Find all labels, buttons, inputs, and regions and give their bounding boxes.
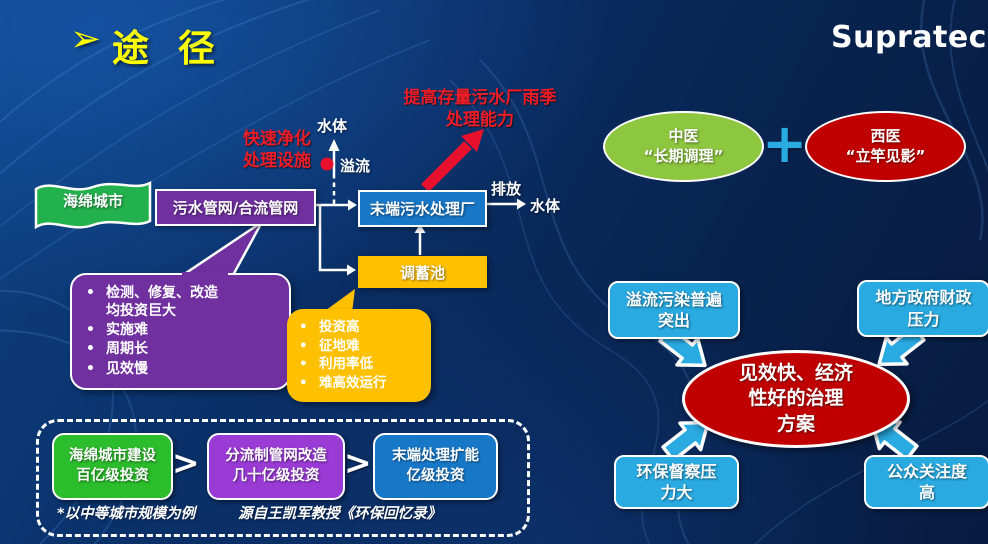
- plant-expansion-investment-box: 末端处理扩能 亿级投资: [373, 433, 498, 500]
- callout-item: • 见效慢: [86, 360, 279, 379]
- bullet-icon: •: [86, 285, 95, 301]
- sponge-city-label: 海绵城市: [62, 192, 123, 210]
- callout-item: • 周期长: [86, 340, 279, 359]
- quick-treatment-dot: [320, 157, 334, 171]
- bullet-icon: •: [86, 341, 95, 358]
- overflow-arrowhead: [328, 139, 340, 151]
- greater-than-icon: >: [344, 443, 372, 482]
- title-arrow-icon: ➢: [70, 17, 102, 60]
- callout-tail-patch: [182, 272, 228, 278]
- bullet-icon: •: [299, 374, 308, 391]
- overflow-label: 溢流: [340, 157, 371, 175]
- purple-callout-tail: [175, 220, 264, 279]
- callout-item: • 检测、修复、改造 均投资巨大: [86, 285, 218, 320]
- discharge-label: 排放: [491, 180, 522, 198]
- callout-item: • 投资高: [299, 319, 360, 335]
- capacity-increase-label: 提高存量污水厂雨季 处理能力: [403, 88, 557, 131]
- callout-item: • 实施难: [86, 321, 279, 340]
- greater-than-icon: >: [172, 443, 200, 482]
- government-finance-box: 地方政府财政 压力: [857, 280, 988, 337]
- bullet-icon: •: [299, 337, 308, 354]
- water-body-top-label: 水体: [317, 117, 348, 135]
- pipe-network-box: 污水管网/合流管网: [155, 189, 316, 226]
- water-body-right-label: 水体: [530, 197, 561, 215]
- supratec-logo: Supratec: [831, 20, 987, 55]
- public-attention-box: 公众关注度 高: [864, 455, 988, 509]
- flag-shape: [34, 180, 152, 230]
- overflow-pollution-box: 溢流污染普遍 突出: [608, 281, 740, 339]
- capacity-arrow-shaft: [421, 141, 472, 192]
- plus-icon: +: [762, 112, 808, 175]
- tcm-ellipse: 中医 “长期调理”: [603, 111, 764, 182]
- solution-ellipse: 见效快、经济 性好的治理 方案: [682, 350, 910, 448]
- pipe-to-tank-arrowhead: [347, 264, 356, 276]
- environmental-inspection-box: 环保督察压 力大: [614, 455, 739, 509]
- capacity-arrowhead: [461, 129, 484, 152]
- pipe-retrofit-investment-box: 分流制管网改造 几十亿级投资: [207, 433, 345, 500]
- discharge-arrowhead: [517, 198, 526, 210]
- investment-comparison-panel: [36, 419, 530, 537]
- callout-item: • 难高效运行: [299, 374, 387, 391]
- treatment-plant-box: 末端污水处理厂: [358, 190, 487, 227]
- quick-purification-label: 快速净化 处理设施: [243, 129, 311, 172]
- page-title: 途 径: [112, 27, 223, 70]
- bullet-icon: •: [299, 356, 308, 373]
- pipe-issues-callout: • 检测、修复、改造 均投资巨大 • 实施难 • 周期长 • 见效慢: [70, 273, 291, 390]
- footnote: *以中等城市规模为例 源自王凯军教授《环保回忆录》: [57, 506, 442, 522]
- pipe-to-plant-arrowhead: [348, 199, 357, 211]
- western-medicine-ellipse: 西医 “立竿见影”: [805, 111, 966, 182]
- callout-item: • 征地难: [299, 337, 360, 354]
- sponge-city-flag: [34, 180, 152, 230]
- bullet-icon: •: [86, 360, 95, 377]
- storage-tank-box: 调蓄池: [358, 256, 487, 288]
- pipe-to-tank-line: [318, 205, 348, 272]
- tank-issues-callout: • 投资高 • 征地难 • 利用率低 • 难高效运行: [287, 309, 431, 402]
- bullet-icon: •: [299, 319, 308, 335]
- bullet-icon: •: [86, 321, 95, 338]
- callout-item: • 利用率低: [299, 356, 373, 373]
- sponge-city-investment-box: 海绵城市建设 百亿级投资: [52, 433, 173, 500]
